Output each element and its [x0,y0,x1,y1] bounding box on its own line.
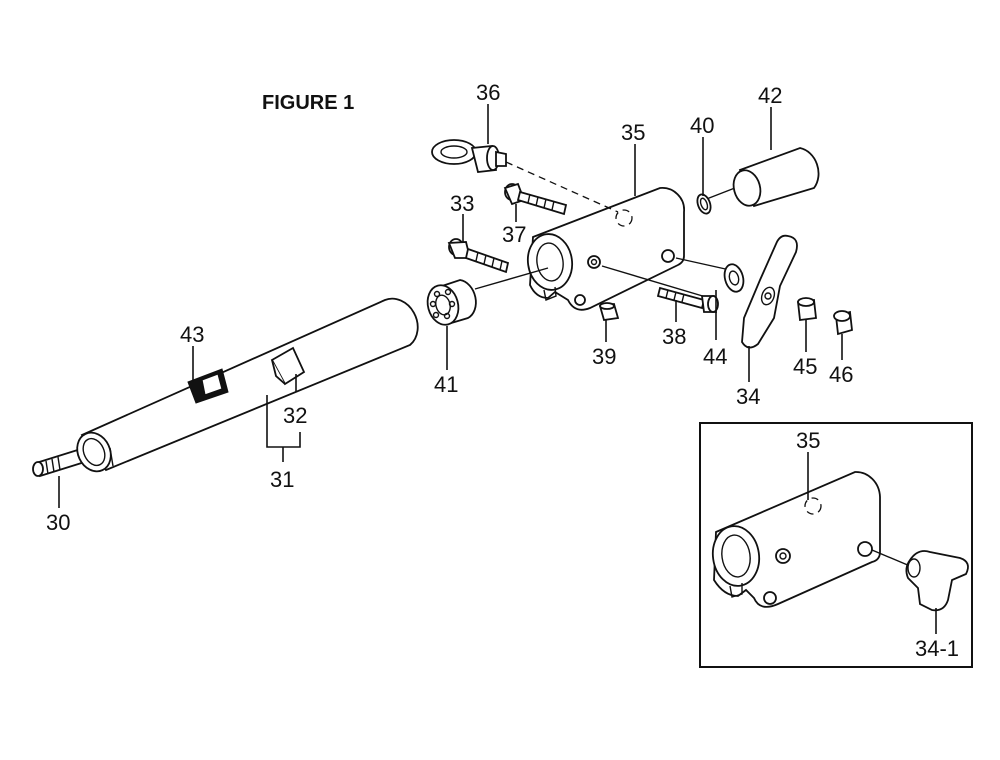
callout-32: 32 [283,403,307,428]
part-33-screw [447,238,510,274]
inset-callout-35: 35 [796,428,820,453]
callout-31: 31 [270,467,294,492]
figure-title: FIGURE 1 [262,92,354,114]
inset-axis-line [871,549,911,567]
part-40-retaining-ring [696,193,712,215]
part-34-handle [741,234,798,349]
callout-38: 38 [662,324,686,349]
axis-line-screw-38 [601,265,717,301]
callout-33: 33 [450,191,474,216]
inset-part-34-1-knob [905,550,969,612]
part-42-sleeve [732,147,820,208]
callout-39: 39 [592,344,616,369]
leader-lines [58,104,843,508]
part-36-eye-bolt [431,139,619,213]
part-43-label [187,368,229,404]
part-41-bearing [426,279,477,326]
callout-40: 40 [690,113,714,138]
callout-43: 43 [180,322,204,347]
part-31-tube [76,297,419,473]
part-39-nut [598,302,620,322]
inset-part-35-housing [711,471,881,608]
part-37-screw [503,182,568,216]
axis-line-washer-44 [675,257,731,271]
inset-callout-34-1: 34-1 [915,636,959,661]
callout-42: 42 [758,83,782,108]
callout-36: 36 [476,80,500,105]
part-45-nut [797,297,817,322]
callout-46: 46 [829,362,853,387]
callout-34: 34 [736,384,760,409]
part-46-cap-nut [833,310,853,336]
callout-44: 44 [703,344,727,369]
inset-detail-box: 35 34-1 [699,422,973,668]
callout-35: 35 [621,120,645,145]
axis-line-bearing [474,267,549,290]
callout-45: 45 [793,354,817,379]
callout-30: 30 [46,510,70,535]
part-44-washer [723,263,745,293]
callout-37: 37 [502,222,526,247]
callout-41: 41 [434,372,458,397]
